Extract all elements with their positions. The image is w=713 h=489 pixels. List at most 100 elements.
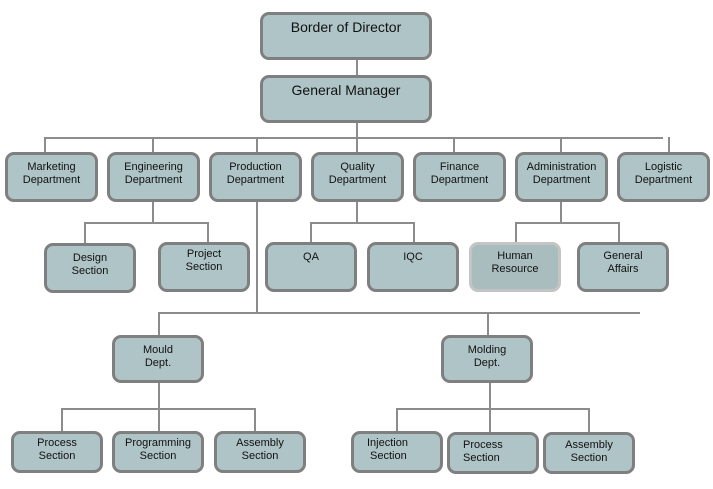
connector-administration-down xyxy=(560,201,562,223)
node-label: Section xyxy=(185,261,223,273)
node-label: Department xyxy=(430,174,489,186)
connector-production xyxy=(256,137,258,153)
node-label: Process xyxy=(463,439,503,451)
connector-molding-process xyxy=(489,408,491,432)
connector-production-bus xyxy=(158,312,640,314)
connector-quality-bus xyxy=(310,222,414,224)
connector-marketing xyxy=(44,137,46,153)
connector-molding-down xyxy=(489,382,491,409)
node-label: Engineering xyxy=(124,161,183,173)
node-label: Resource xyxy=(491,263,539,275)
connector-mould-assembly xyxy=(254,408,256,431)
node-label: Mould xyxy=(143,344,173,356)
node-label: Dept. xyxy=(144,357,172,369)
node-label: Department xyxy=(532,174,591,186)
node-label: Border of Director xyxy=(290,19,402,35)
node-label: Section xyxy=(38,450,76,462)
node-label: General xyxy=(603,250,643,262)
node-label: Assembly xyxy=(236,437,284,449)
node-label: Production xyxy=(229,161,282,173)
node-label: Process xyxy=(37,437,77,449)
node-label: Injection xyxy=(367,437,408,449)
connector-production-down xyxy=(256,201,258,314)
node-label: Section xyxy=(139,450,177,462)
connector-injection xyxy=(396,408,398,432)
connector-administration xyxy=(560,137,562,153)
connector-quality-down xyxy=(356,201,358,223)
node-label: Logistic xyxy=(644,161,683,173)
node-label: Marketing xyxy=(27,161,76,173)
node-label: Department xyxy=(226,174,285,186)
node-label: Section xyxy=(463,452,500,464)
connector-engineering-down xyxy=(152,201,154,223)
connector-logistic xyxy=(668,137,670,153)
node-board-of-director[interactable]: Border of Director xyxy=(260,12,432,60)
connector-molding-assembly xyxy=(588,408,590,432)
node-label: IQC xyxy=(403,251,423,263)
connector-design xyxy=(84,222,86,244)
node-label: General Manager xyxy=(291,82,401,98)
node-label: QA xyxy=(303,251,319,263)
node-label: Finance xyxy=(439,161,480,173)
connector-quality xyxy=(356,137,358,153)
node-label: Design xyxy=(72,252,108,264)
connector-dept-bus xyxy=(44,137,663,139)
connector-iqc xyxy=(413,222,415,243)
node-label: Department xyxy=(328,174,387,186)
connector-engineering xyxy=(152,137,154,153)
node-label: Quality xyxy=(340,161,375,173)
connector-hr xyxy=(515,222,517,243)
connector-general-affairs xyxy=(618,222,620,243)
connector-board-gm xyxy=(356,59,358,75)
connector-gm-down xyxy=(356,122,358,138)
node-label: Section xyxy=(370,450,407,462)
node-label: Section xyxy=(570,452,608,464)
node-label: Department xyxy=(22,174,81,186)
node-label: Molding xyxy=(467,344,507,356)
node-label: Section xyxy=(71,265,109,277)
node-label: Programming xyxy=(124,437,192,449)
connector-project xyxy=(207,222,209,244)
connector-engineering-bus xyxy=(84,222,208,224)
node-label: Administration xyxy=(526,161,597,173)
node-label: Project xyxy=(186,248,222,260)
node-qa[interactable]: QA xyxy=(265,242,357,292)
node-label: Department xyxy=(124,174,183,186)
connector-mould-down xyxy=(158,382,160,409)
connector-administration-bus xyxy=(515,222,619,224)
node-label: Human xyxy=(497,250,533,262)
node-label: Affairs xyxy=(607,263,639,275)
connector-programming xyxy=(158,408,160,431)
node-label: Section xyxy=(241,450,279,462)
connector-molding-bus xyxy=(396,408,590,410)
node-iqc[interactable]: IQC xyxy=(367,242,459,292)
node-label: Department xyxy=(634,174,693,186)
connector-finance xyxy=(453,137,455,153)
connector-molding xyxy=(487,312,489,336)
node-label: Assembly xyxy=(565,439,613,451)
node-general-manager[interactable]: General Manager xyxy=(260,75,432,123)
connector-mould xyxy=(158,312,160,336)
node-label: Dept. xyxy=(473,357,501,369)
connector-mould-process xyxy=(61,408,63,431)
